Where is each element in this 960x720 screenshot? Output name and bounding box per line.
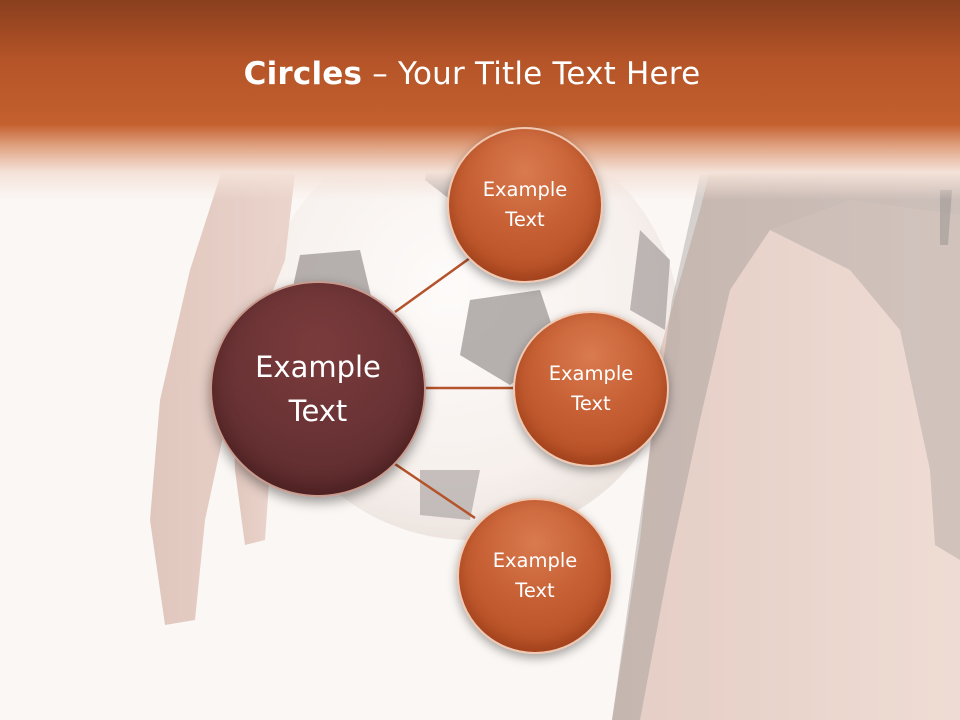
connector-bottom	[394, 462, 476, 520]
body-silhouette	[612, 130, 960, 720]
satellite-circle-label: Example Text	[482, 178, 568, 231]
slide-title: Circles – Your Title Text Here	[0, 56, 944, 92]
connector-top	[394, 256, 471, 314]
center-circle-label: Example Text	[255, 350, 381, 428]
center-circle[interactable]: Example Text	[210, 281, 426, 497]
satellite-circle-label: Example Text	[548, 362, 634, 415]
title-rest: – Your Title Text Here	[362, 56, 701, 92]
satellite-circle-top[interactable]: Example Text	[447, 127, 603, 283]
satellite-circle-middle[interactable]: Example Text	[513, 311, 669, 467]
satellite-circle-bottom[interactable]: Example Text	[457, 498, 613, 654]
title-bold: Circles	[243, 56, 363, 92]
satellite-circle-label: Example Text	[492, 549, 578, 602]
